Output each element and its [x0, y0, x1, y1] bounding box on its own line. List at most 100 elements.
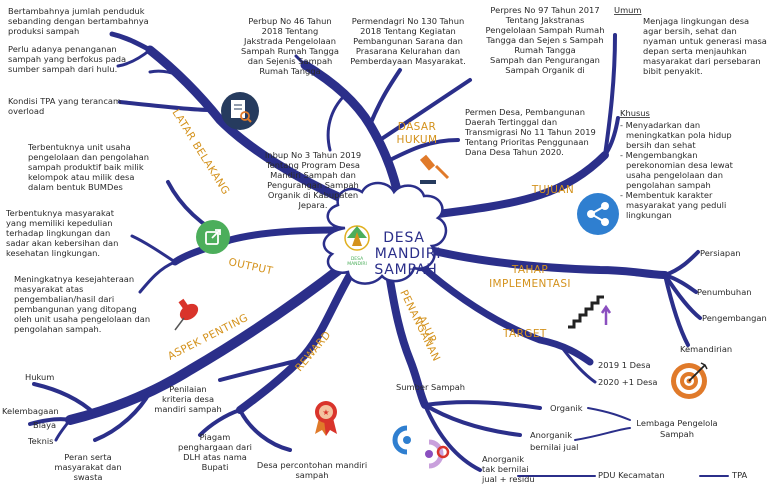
tahap-implementasi-label-1: TAHAP [511, 264, 548, 276]
alur-anorganik-tak-2: tak bernilai [482, 464, 529, 474]
tujuan-umum-line-5: masyarakat dari persebaran [643, 56, 761, 66]
output-item-2-line-5: kesehatan lingkungan. [6, 248, 100, 258]
tujuan-khusus-line-9: masyarakat yang peduli [626, 200, 726, 210]
output-item-2-line-4: sadar akan kebersihan dan [6, 238, 118, 248]
tujuan-khusus-line-7: pengolahan sampah [626, 180, 711, 190]
tujuan-khusus-line-6: usaha pengelolaan dan [626, 170, 723, 180]
dasar-hukum-perbup-line-1: Perbup No 46 Tahun [248, 16, 331, 26]
output-item-1-line-4: kelompok atau milik desa [28, 172, 134, 182]
tahap-pengembangan: Pengembangan [702, 313, 767, 323]
dasar-hukum-inbup-line-2: Tentang Program Desa [265, 160, 360, 170]
reward-label: REWARD [293, 329, 333, 374]
reward-item-2-line-2: penghargaan dari [178, 442, 252, 452]
output-item-3-line-5: oleh unit usaha pengelolaan dan [14, 314, 150, 324]
tujuan-khusus-line-1: - Menyadarkan dan [620, 120, 700, 130]
dasar-hukum-permen-desa-line-5: Dana Desa Tahun 2020. [465, 147, 564, 157]
dasar-hukum-inbup-line-6: Jepara. [297, 200, 327, 210]
tujuan-umum-heading: Umum [614, 5, 642, 15]
latar-belakang-item-2-line-3: sumber sampah dari hulu. [8, 64, 117, 74]
dasar-hukum-inbup-line-3: Mandiri Sampah dan [270, 170, 356, 180]
output-item-3-line-6: pengolahan sampah. [14, 324, 101, 334]
dasar-hukum-permendagri-line-5: Pemberdayaan Masyarakat. [350, 56, 466, 66]
center-title-line-2: MANDIRI [375, 246, 442, 262]
share-icon [196, 220, 230, 254]
alur-tpa: TPA [731, 470, 748, 480]
dasar-hukum-permendagri-line-1: Permendagri No 130 Tahun [352, 16, 464, 26]
output-item-1-line-2: pengelolaan dan pengolahan [28, 152, 149, 162]
reward-item-2-line-3: DLH atas nama [183, 452, 247, 462]
dasar-hukum-inbup-line-5: Organik di Kabupaten [268, 190, 358, 200]
tujuan-khusus-line-2: meningkatkan pola hidup [626, 130, 732, 140]
svg-text:★: ★ [322, 408, 329, 417]
target-2019: 2019 1 Desa [598, 360, 651, 370]
latar-belakang-item-1-line-3: produksi sampah [8, 26, 79, 36]
dasar-hukum-permen-desa-line-4: Tentang Prioritas Penggunaan [464, 137, 589, 147]
pushpin-icon [174, 298, 199, 331]
alur-lembaga-line-2: Sampah [660, 429, 694, 439]
aspek-peran-line-2: masyarakat dan [54, 462, 121, 472]
dasar-hukum-permendagri-line-2: 2018 Tentang Kegiatan [360, 26, 456, 36]
output-item-3-line-3: pengembalian/hasil dari [14, 294, 114, 304]
reward-item-3-line-2: sampah [295, 470, 328, 480]
tujuan-umum-line-4: depan serta menjauhkan [643, 46, 747, 56]
latar-belakang-item-2-line-2: sampah yang berfokus pada [8, 54, 126, 64]
output-item-3-line-1: Meningkatnya kesejahteraan [14, 274, 134, 284]
dasar-hukum-perbup-line-6: Rumah Tangga [259, 66, 320, 76]
output-item-2-line-2: yang memiliki kepedulian [6, 218, 113, 228]
logo-text-line-2: MANDIRI [347, 261, 367, 267]
alur-lembaga-line-1: Lembaga Pengelola [636, 418, 717, 428]
recycle-flow-icon [392, 425, 450, 469]
dasar-hukum-perpres-line-6: Sampah dan Pengurangan [490, 55, 600, 65]
aspek-biaya: Biaya [33, 420, 56, 430]
tujuan-khusus-line-8: - Membentuk karakter [620, 190, 713, 200]
output-label: OUTPUT [227, 256, 274, 277]
alur-sumber-sampah: Sumber Sampah [396, 382, 465, 392]
network-share-icon [577, 193, 619, 235]
tahap-persiapan: Persiapan [700, 248, 741, 258]
latar-belakang-item-1-line-2: sebanding dengan bertambahnya [8, 16, 149, 26]
latar-belakang-item-3-line-2: overload [8, 106, 44, 116]
dasar-hukum-permen-desa-line-3: Transmigrasi No 11 Tahun 2019 [464, 127, 596, 137]
aspek-hukum: Hukum [25, 372, 54, 382]
target-2020: 2020 +1 Desa [598, 377, 658, 387]
medal-icon: ★ [315, 401, 337, 436]
alur-anorganik-tak-3: jual + residu [481, 474, 535, 484]
dasar-hukum-permen-desa-line-1: Permen Desa, Pembangunan [465, 107, 585, 117]
tujuan-umum-line-1: Menjaga lingkungan desa [643, 16, 749, 26]
target-label: TARGET [502, 328, 547, 340]
reward-item-2-line-4: Bupati [202, 462, 229, 472]
dasar-hukum-perpres-line-5: Rumah Tangga [514, 45, 575, 55]
desa-mandiri-logo: DESA MANDIRI [344, 225, 370, 267]
output-item-2-line-1: Terbentuknya masyarakat [5, 208, 115, 218]
tujuan-umum-line-3: nyaman untuk generasi masa [643, 36, 767, 46]
latar-belakang-item-3-line-1: Kondisi TPA yang terancam [8, 96, 121, 106]
latar-belakang-item-2-line-1: Perlu adanya penanganan [8, 44, 117, 54]
output-item-1-line-1: Terbentuknya unit usaha [27, 142, 131, 152]
reward-item-1-line-1: Penilaian [169, 384, 206, 394]
tujuan-umum-line-6: bibit penyakit. [643, 66, 703, 76]
branch-lines [28, 31, 729, 477]
dasar-hukum-label-2: HUKUM [397, 134, 438, 146]
reward-item-3-line-1: Desa percontohan mandiri [257, 460, 367, 470]
dasar-hukum-inbup-line-1: Inbup No 3 Tahun 2019 [265, 150, 361, 160]
output-item-2-line-3: terhadap lingkungan dan [6, 228, 110, 238]
aspek-peran-line-3: swasta [74, 472, 103, 482]
dasar-hukum-perpres-line-4: Tangga dan Sejen s Sampah [485, 35, 603, 45]
tujuan-khusus-line-10: lingkungan [626, 210, 672, 220]
output-item-3-line-2: masyarakat atas [14, 284, 83, 294]
alur-anorganik-tak-1: Anorganik [482, 454, 524, 464]
dasar-hukum-perpres-line-1: Perpres No 97 Tahun 2017 [490, 5, 599, 15]
dasar-hukum-label-1: DASAR [398, 121, 436, 133]
alur-anorganik-bernilai-1: Anorganik [530, 430, 572, 440]
aspek-teknis: Teknis [27, 436, 53, 446]
tujuan-umum-line-2: agar bersih, sehat dan [643, 26, 737, 36]
tahap-penumbuhan: Penumbuhan [697, 287, 752, 297]
gavel-icon [419, 154, 450, 184]
reward-item-1-line-3: mandiri sampah [154, 404, 221, 414]
center-title-line-3: SAMPAH [374, 262, 437, 278]
tujuan-khusus-heading: Khusus [620, 108, 650, 118]
aspek-kelembagaan: Kelembagaan [2, 406, 59, 416]
dasar-hukum-perpres-line-3: Pengelolaan Sampah Rumah [486, 25, 605, 35]
output-item-1-line-3: sampah produktif baik milik [28, 162, 144, 172]
